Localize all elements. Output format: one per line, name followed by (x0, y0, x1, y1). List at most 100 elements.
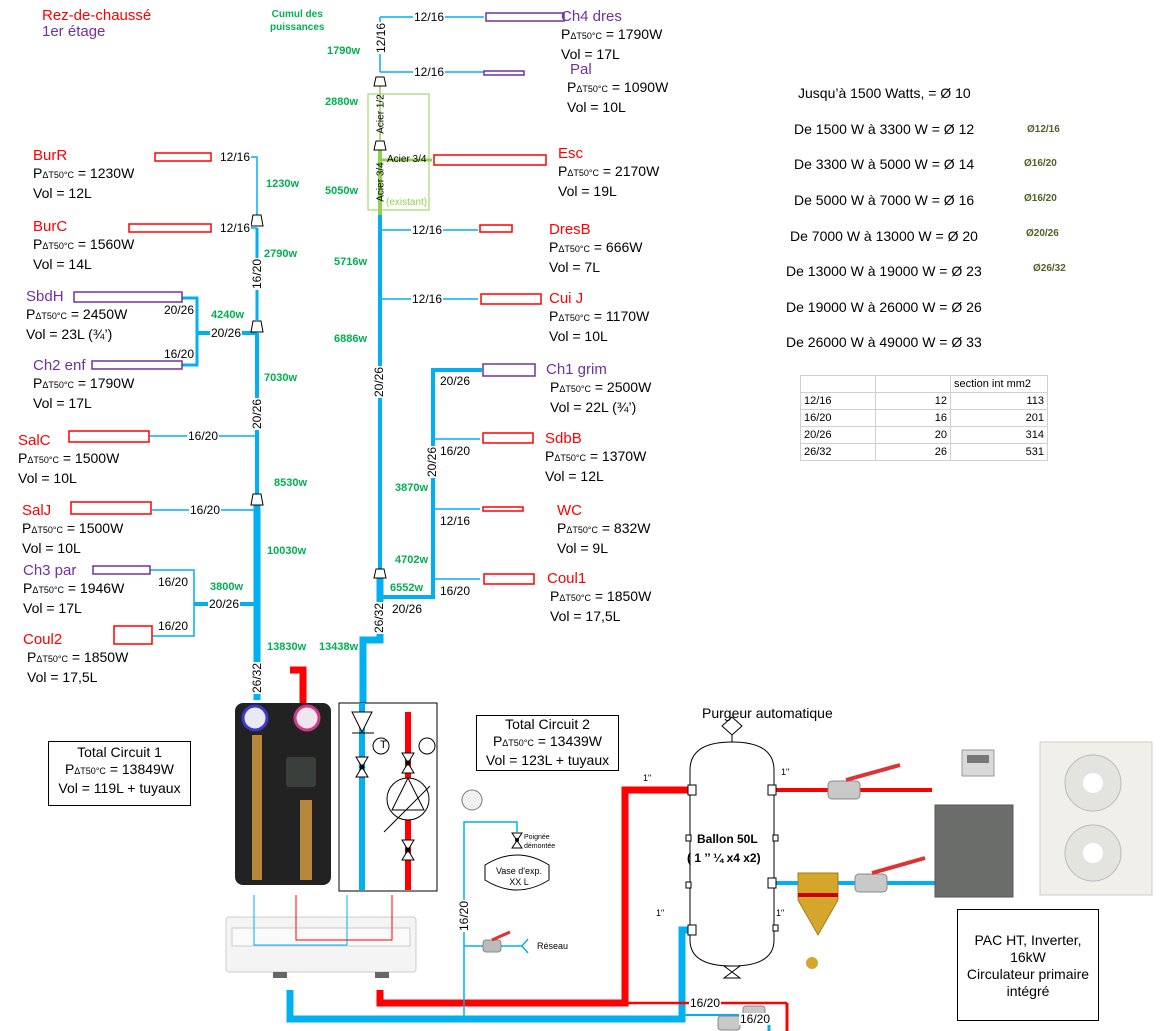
cumul-power: 1230w (266, 178, 300, 190)
dirt-separator-icon (797, 872, 839, 937)
thermometer-t-label: T (380, 739, 387, 751)
pipe-label: 20/26 (372, 365, 387, 399)
equipment (717, 741, 1153, 1031)
heat-pump-description: PAC HT, Inverter, 16kW Circulateur prima… (957, 909, 1099, 1021)
reducer-icon (250, 320, 264, 333)
conn-1in-label: 1" (781, 767, 790, 777)
room-ch4-dres: Ch4 dres PΔT50°C = 1790W Vol = 17L (561, 8, 663, 62)
pipe-label: 16/20 (189, 503, 222, 517)
purgeur-label: Purgeur automatique (702, 705, 833, 721)
circuit2-upper-pipes (359, 16, 484, 710)
cumul-power: 2790w (264, 248, 298, 260)
room-coul1: Coul1 PΔT50°C = 1850W Vol = 17,5L (547, 570, 652, 624)
pipe-label: 12/16 (440, 514, 471, 528)
table-row: 12/16 12 113 (800, 392, 1048, 410)
circulator-pump-icon (286, 757, 316, 787)
pump-symbol-icon (386, 777, 430, 821)
cumul-power: 13830w (267, 641, 307, 653)
reseau-label: Réseau (537, 941, 569, 951)
ball-valve-icon (717, 1015, 741, 1031)
radiator-pal (483, 70, 525, 76)
conn-1in-label: 1" (643, 773, 652, 783)
cumul-power: 4240w (211, 309, 245, 321)
pipe-label: 16/20 (187, 429, 220, 443)
legend-rdc: Rez-de-chaussé (42, 7, 152, 24)
drain-valve-icon (722, 965, 742, 979)
ballon-label: Ballon 50L (697, 832, 758, 846)
pipe-label: 12/16 (219, 221, 252, 235)
ball-valve-icon (827, 780, 861, 800)
pipe-label: 16/20 (440, 584, 471, 598)
pipe-label: 20/26 (392, 602, 423, 616)
cumul-power: 7030w (264, 372, 298, 384)
radiator-burr (154, 152, 212, 162)
legend-etage: 1er étage (42, 23, 106, 40)
reducer-icon (250, 214, 264, 227)
radiator-ch1-grim (482, 363, 536, 377)
pipe-label: 20/26 (425, 445, 440, 479)
network-inlet-icon (521, 938, 529, 954)
room-ch1-grim: Ch1 grim PΔT50°C = 2500W Vol = 22L (¾’) (546, 361, 652, 415)
thermometer-blue-icon (241, 704, 269, 732)
radiator-ch4-dres (485, 12, 565, 22)
pipe-label: 16/20 (164, 347, 195, 361)
radiators (68, 12, 565, 645)
cumul-power: 5050w (325, 185, 359, 197)
pipe-label: 16/20 (158, 619, 189, 633)
expansion-vessel (484, 854, 550, 891)
pipe-label: 20/26 (164, 303, 195, 317)
room-ch2-enf: Ch2 enf PΔT50°C = 1790W Vol = 17L (33, 357, 135, 411)
cumul-power: 3800w (210, 581, 244, 593)
room-sdbb: SdbB PΔT50°C = 1370W Vol = 12L (545, 430, 647, 484)
radiator-coul2 (113, 625, 153, 645)
filling-circuit (461, 789, 550, 1019)
ball-valve-icon (482, 939, 502, 953)
radiator-ch3-par (92, 565, 151, 575)
reducer-icon (373, 76, 387, 87)
poignee-label: Poignée (524, 834, 550, 841)
manifold (225, 895, 417, 978)
reducer-icon (250, 493, 264, 506)
total-circuit-1: Total Circuit 1 PΔT50°C = 13849W Vol = 1… (48, 741, 191, 806)
thermometer-red-icon (293, 704, 321, 732)
cumul-power: 1790w (327, 45, 361, 57)
radiator-burc (128, 223, 212, 233)
pipe-label: 12/16 (413, 10, 446, 24)
existing-label: (existant) (386, 197, 428, 208)
section-table: section int mm2 12/16 12 113 16/20 16 20… (800, 375, 1048, 461)
thermometer-t-icon (372, 737, 390, 755)
pipe-label: 12/16 (219, 150, 252, 164)
radiator-cui-j (480, 293, 542, 305)
radiator-sbdh (73, 291, 183, 303)
total-circuit-2: Total Circuit 2 PΔT50°C = 13439W Vol = 1… (476, 715, 619, 771)
heat-pump-indoor-unit (934, 804, 1014, 898)
cumul-power: 5716w (334, 256, 368, 268)
cumul-power: 10030w (267, 545, 307, 557)
room-pal: Pal PΔT50°C = 1090W Vol = 10L (567, 61, 669, 115)
cumul-power: 13438w (319, 641, 359, 653)
room-dresb: DresB PΔT50°C = 666W Vol = 7L (549, 221, 643, 275)
radiator-esc (433, 154, 547, 166)
ball-valve-icon (854, 873, 888, 893)
pipe-label: 12/16 (413, 65, 446, 79)
radiator-coul1 (483, 573, 535, 585)
cumul-power: 3870w (395, 482, 429, 494)
pipe-label: 26/32 (250, 661, 265, 695)
room-salc: SalC PΔT50°C = 1500W Vol = 10L (18, 432, 120, 486)
pipe-label: 16/20 (158, 575, 189, 589)
room-burr: BurR PΔT50°C = 1230W Vol = 12L (33, 147, 135, 201)
reducer-icon (373, 568, 387, 579)
thermometer-t-icon (418, 737, 436, 755)
hydraulic-module-1 (235, 703, 331, 885)
pipe-label: Acier 1/2 (375, 94, 387, 134)
radiator-ch2-enf (91, 360, 183, 370)
room-salj: SalJ PΔT50°C = 1500W Vol = 10L (22, 502, 124, 556)
pipe-label: 26/32 (372, 601, 387, 635)
radiator-salc (68, 430, 150, 443)
pipe-label: 20/26 (440, 374, 471, 388)
conn-1in-label: 1" (776, 908, 785, 918)
cumul-power: 2880w (325, 96, 359, 108)
pipe-label: 12/16 (411, 292, 444, 306)
check-valve-icon (351, 711, 373, 734)
